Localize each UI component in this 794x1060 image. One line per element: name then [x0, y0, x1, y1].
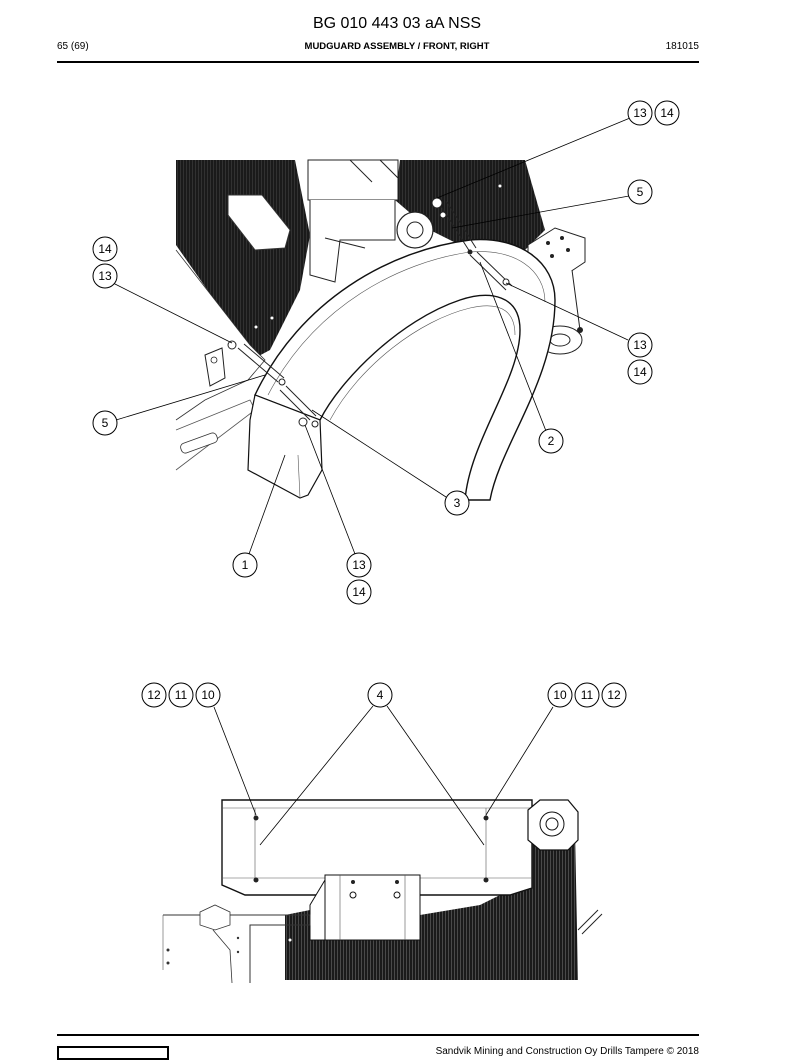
callout-13-top: 13 [627, 100, 653, 126]
center-bracket [324, 874, 421, 941]
callout-5-top: 5 [627, 179, 653, 205]
callout-12-right: 12 [601, 682, 627, 708]
frame-left [175, 249, 266, 421]
top-view-leaders [112, 117, 631, 555]
callout-11-right: 11 [574, 682, 600, 708]
svg-text:14: 14 [660, 106, 674, 120]
page-number: 65 (69) [57, 41, 89, 52]
mudguard-arch [254, 238, 556, 501]
callout-14-top: 14 [654, 100, 680, 126]
document-code: 181015 [665, 41, 699, 52]
svg-text:5: 5 [637, 185, 644, 199]
svg-text:14: 14 [633, 365, 647, 379]
header-rule [57, 61, 699, 63]
top-view-assembly [175, 159, 586, 501]
callout-13-right: 13 [627, 332, 653, 358]
svg-text:2: 2 [548, 434, 555, 448]
svg-text:5: 5 [102, 416, 109, 430]
footer-rule [57, 1034, 699, 1036]
track-bed-left [176, 160, 310, 358]
callout-10-left: 10 [195, 682, 221, 708]
callout-13-left: 13 [92, 263, 118, 289]
svg-text:13: 13 [98, 269, 112, 283]
svg-text:11: 11 [175, 688, 188, 702]
callout-14-left: 14 [92, 236, 118, 262]
svg-text:13: 13 [633, 106, 647, 120]
svg-text:10: 10 [553, 688, 567, 702]
track-cutout [227, 194, 291, 251]
callout-10-right: 10 [547, 682, 573, 708]
svg-text:14: 14 [352, 585, 366, 599]
side-view-leaders [213, 705, 554, 846]
side-view-assembly [162, 799, 603, 984]
callout-12-left: 12 [141, 682, 167, 708]
callout-1: 1 [232, 552, 258, 578]
section-title: MUDGUARD ASSEMBLY / FRONT, RIGHT [304, 41, 490, 52]
svg-text:4: 4 [377, 688, 384, 702]
svg-text:14: 14 [98, 242, 112, 256]
svg-text:11: 11 [581, 688, 594, 702]
track-side [285, 830, 578, 980]
column-body [309, 200, 396, 283]
callout-11-left: 11 [168, 682, 194, 708]
mudguard-side [221, 799, 533, 896]
callout-13-bottom: 13 [346, 552, 372, 578]
frame-left-side [163, 914, 311, 983]
callout-3: 3 [444, 490, 470, 516]
svg-text:13: 13 [352, 558, 366, 572]
column-top [307, 159, 399, 201]
document-number: BG 010 443 03 aA NSS [312, 15, 482, 32]
svg-text:3: 3 [454, 496, 461, 510]
callout-2: 2 [538, 428, 564, 454]
callout-4: 4 [367, 682, 393, 708]
svg-text:12: 12 [147, 688, 161, 702]
sandvik-logo-icon [57, 1046, 169, 1060]
svg-text:10: 10 [201, 688, 215, 702]
callout-14-right: 14 [627, 359, 653, 385]
callout-5-left: 5 [92, 410, 118, 436]
callout-14-bottom: 14 [346, 579, 372, 605]
svg-text:12: 12 [607, 688, 621, 702]
svg-text:13: 13 [633, 338, 647, 352]
footer-copyright: Sandvik Mining and Construction Oy Drill… [435, 1046, 699, 1057]
svg-text:1: 1 [242, 558, 249, 572]
